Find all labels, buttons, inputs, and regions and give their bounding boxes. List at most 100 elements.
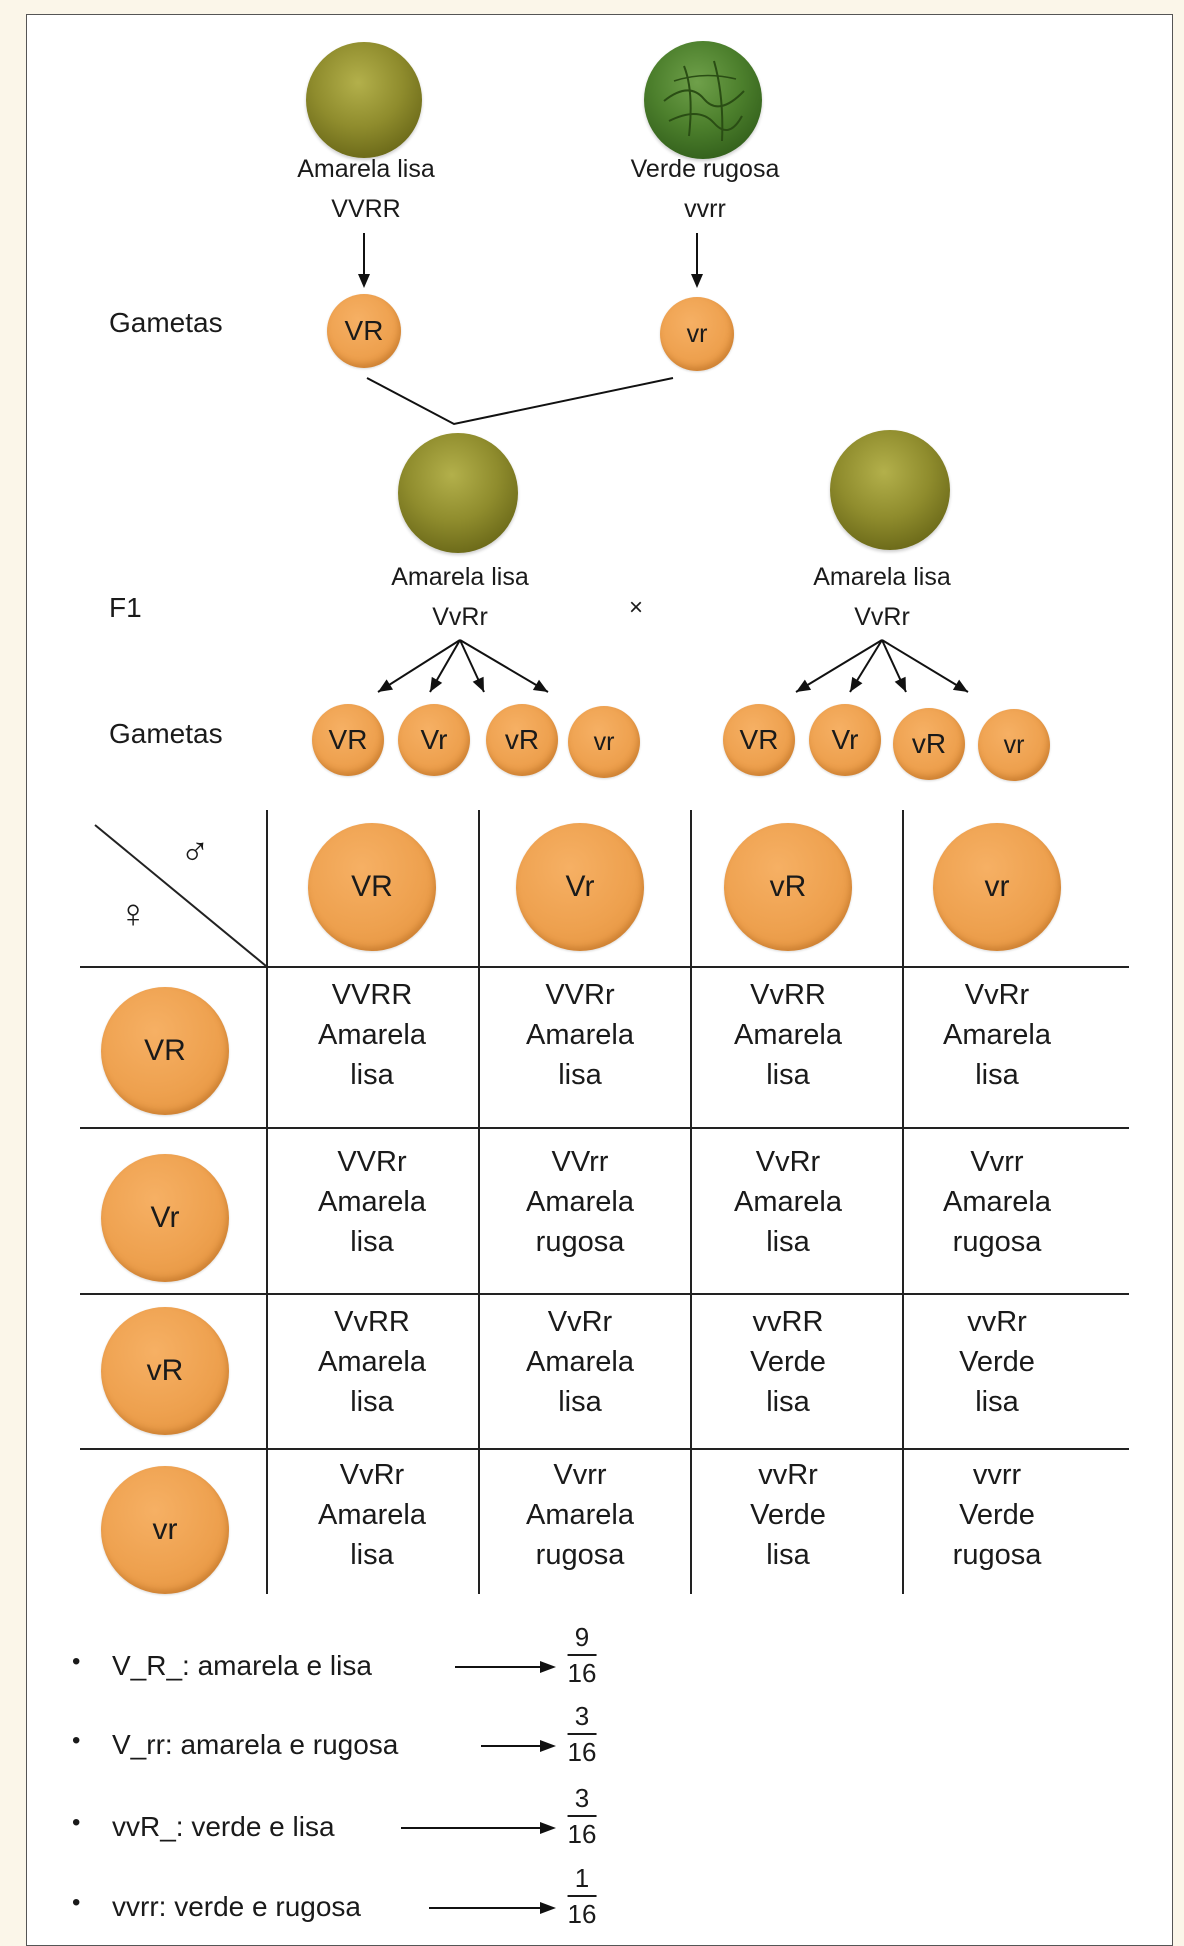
cell-texture: lisa [766,1386,810,1418]
cell-texture: lisa [350,1059,394,1091]
f1-arrow-0-2-head [472,676,484,692]
gamete-label: vR [911,728,947,759]
summary-arrow-head [540,1902,556,1914]
column-gamete-2: vR [724,823,852,951]
f1-gamete-left-3: vr [568,706,640,778]
cell-texture: lisa [975,1386,1019,1418]
cell-color: Amarela [526,1499,634,1531]
summary-text: vvR_: verde e lisa [112,1811,335,1842]
f1-gamete-right-0: VR [723,704,795,776]
fraction-numerator: 3 [567,1699,597,1735]
cell-genotype: VvRr [547,1306,613,1338]
parent1-phenotype: Amarela lisa [297,155,435,183]
f1-arrow-0-0-line [377,639,461,693]
gamete-label: VR [328,724,368,755]
cell-genotype: vvRr [967,1306,1027,1338]
gamete-label: VR [144,1034,186,1067]
cell-texture: lisa [558,1386,602,1418]
gamete-label: VR [344,315,384,346]
male-symbol: ♂ [180,830,210,874]
cell-genotype: VvRr [964,979,1030,1011]
cell-texture: lisa [350,1386,394,1418]
gamete-label: vr [152,1513,178,1546]
summary-arrow-head [540,1740,556,1752]
cell-color: Amarela [318,1499,426,1531]
cell-color: Amarela [943,1019,1051,1051]
summary-bullet: • [72,1648,81,1675]
gamete-label: Vr [150,1201,180,1234]
cell-genotype: VVRr [337,1146,407,1178]
f1-arrow-1-0-head [796,679,812,692]
gamete-label: vR [146,1354,184,1387]
parent1-gamete: VR [327,294,401,368]
cell-genotype: VVRr [545,979,615,1011]
gamete-label: vR [504,724,540,755]
f1-left-genotype: VvRr [432,603,488,631]
summary-text: vvrr: verde e rugosa [112,1891,361,1922]
gamete-label: VR [351,870,393,903]
fraction-numerator: 3 [567,1781,597,1817]
fraction-denominator: 16 [567,1899,597,1929]
f1-gamete-left-2: vR [486,704,558,776]
summary-text: V_R_: amarela e lisa [112,1650,372,1681]
parent2-gamete: vr [660,297,734,371]
cell-color: Amarela [318,1346,426,1378]
f1-gamete-left-0: VR [312,704,384,776]
gamete-label: vr [984,870,1010,903]
fraction-numerator: 9 [567,1620,597,1656]
cell-texture: lisa [350,1226,394,1258]
f1-right-genotype: VvRr [854,603,910,631]
cell-texture: lisa [766,1059,810,1091]
female-symbol: ♀ [118,892,148,936]
gamete-label: vr [593,727,615,756]
cell-color: Amarela [526,1186,634,1218]
cell-color: Amarela [526,1019,634,1051]
f1-gamete-right-3: vr [978,709,1050,781]
cell-texture: lisa [766,1226,810,1258]
f1-arrow-0-1-head [430,676,443,692]
parent1-genotype: VVRR [331,195,401,223]
column-gamete-1: Vr [516,823,644,951]
cross-symbol: × [629,594,644,621]
f1-pea-left [398,433,518,553]
cell-texture: lisa [975,1059,1019,1091]
parent2-phenotype: Verde rugosa [630,155,780,183]
cell-genotype: vvrr [972,1459,1022,1491]
cell-genotype: VvRr [339,1459,405,1491]
column-gamete-3: vr [933,823,1061,951]
gamete-label: vr [1003,730,1025,759]
gamete-label: Vr [831,724,859,755]
cell-color: Amarela [318,1186,426,1218]
summary-bullet: • [72,1727,81,1754]
cell-color: Verde [750,1346,826,1378]
fusion-line [366,377,674,426]
f1-gametes-label: Gametas [109,718,223,749]
arrow-head [691,274,703,288]
summary-bullet: • [72,1809,81,1836]
f1-arrow-1-1-head [850,676,863,692]
cell-genotype: vvRR [752,1306,824,1338]
f1-arrow-1-0-line [795,639,883,693]
cell-color: Amarela [734,1019,842,1051]
cell-texture: rugosa [535,1539,625,1571]
cell-color: Amarela [943,1186,1051,1218]
wrinkle-texture [663,60,745,142]
cell-color: Verde [959,1346,1035,1378]
fraction-denominator: 16 [567,1737,597,1767]
f1-pea-right [830,430,950,550]
summary-arrow-head [540,1661,556,1673]
